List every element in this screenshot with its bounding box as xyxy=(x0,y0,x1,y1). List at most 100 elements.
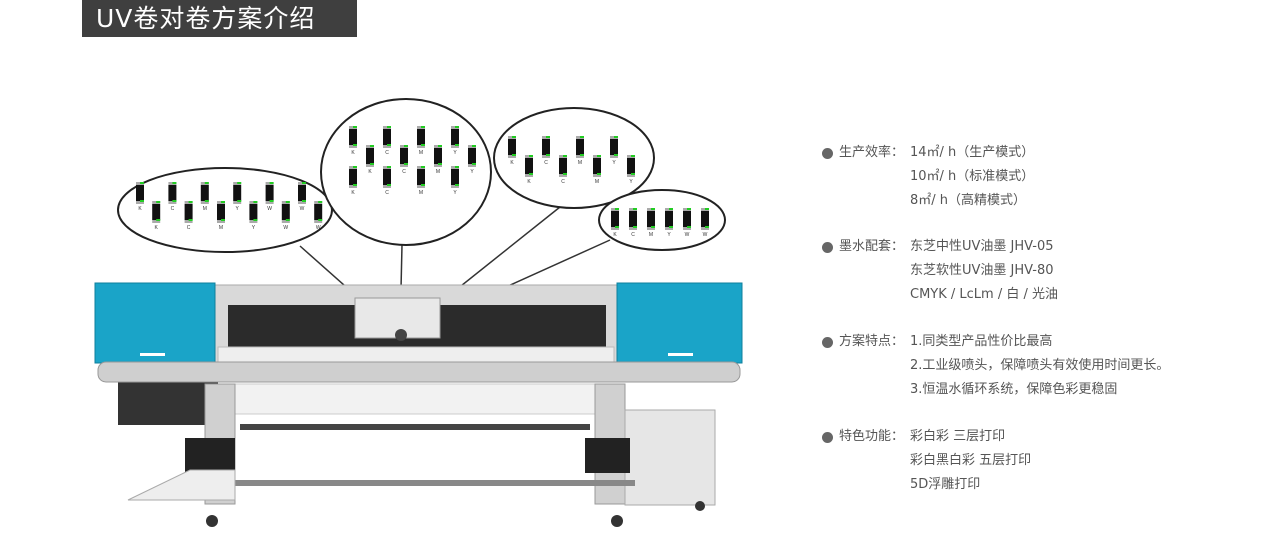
print-head-cartridge: M xyxy=(217,201,225,231)
print-head-cartridge: C xyxy=(168,182,177,212)
print-head-cartridge: K xyxy=(611,208,619,238)
print-head-cartridge: W xyxy=(683,208,691,238)
page-title: UV卷对卷方案介绍 xyxy=(82,0,357,37)
print-head-cartridge: M xyxy=(417,126,425,156)
cartridge-color-label: K xyxy=(527,179,531,185)
print-head-cartridge: W xyxy=(298,182,306,212)
cartridge-color-label: W xyxy=(316,225,321,231)
spec-label: 墨水配套： xyxy=(839,239,905,254)
cartridge-color-label: Y xyxy=(612,160,616,166)
spec-value: 彩白彩 三层打印 xyxy=(910,429,1006,444)
print-head-cartridge: K xyxy=(508,136,516,166)
print-head-cartridge: K xyxy=(349,166,357,196)
cartridge-color-label: M xyxy=(595,179,599,185)
spec-value: 14㎡/ h（生产模式） xyxy=(910,145,1035,160)
bullet-icon xyxy=(822,432,833,443)
print-head-cartridge: W xyxy=(281,201,290,231)
print-head-cartridge: M xyxy=(647,208,655,238)
spec-value: 10㎡/ h（标准模式） xyxy=(910,169,1035,184)
print-head-cartridge: M xyxy=(576,136,584,166)
nozzle-callout-4 xyxy=(598,189,726,251)
print-head-cartridge: K xyxy=(349,126,357,156)
cartridge-color-label: Y xyxy=(629,179,633,185)
spec-value: 5D浮雕打印 xyxy=(910,477,981,492)
print-head-cartridge: C xyxy=(184,201,193,231)
print-head-cartridge: K xyxy=(525,155,533,185)
cartridge-color-label: C xyxy=(385,190,389,196)
nozzle-callout-2 xyxy=(320,98,492,246)
print-head-cartridge: Y xyxy=(451,166,459,196)
print-head-cartridge: C xyxy=(542,136,550,166)
spec-label: 方案特点： xyxy=(839,334,905,349)
spec-value: 8㎡/ h（高精模式） xyxy=(910,193,1027,208)
cartridge-color-label: C xyxy=(187,225,191,231)
spec-value: 3.恒温水循环系统，保障色彩更稳固 xyxy=(910,382,1118,397)
cartridge-color-label: W xyxy=(283,225,288,231)
print-head-cartridge: K xyxy=(366,145,374,175)
cartridge-color-label: W xyxy=(685,232,690,238)
spec-value: CMYK / LcLm / 白 / 光油 xyxy=(910,287,1058,302)
cartridge-color-label: M xyxy=(419,150,423,156)
print-head-cartridge: M xyxy=(593,155,601,185)
print-head-cartridge: C xyxy=(559,155,567,185)
cartridge-color-label: C xyxy=(171,206,175,212)
bullet-icon xyxy=(822,148,833,159)
spec-value: 1.同类型产品性价比最高 xyxy=(910,334,1053,349)
cartridge-color-label: K xyxy=(368,169,372,175)
cartridge-color-label: K xyxy=(351,190,355,196)
print-head-cartridge: Y xyxy=(249,201,258,231)
spec-value: 2.工业级喷头，保障喷头有效使用时间更长。 xyxy=(910,358,1170,373)
cartridge-color-label: Y xyxy=(667,232,671,238)
print-head-cartridge: W xyxy=(314,201,323,231)
print-head-cartridge: Y xyxy=(665,208,673,238)
print-head-cartridge: Y xyxy=(610,136,618,166)
cartridge-color-label: Y xyxy=(453,150,457,156)
spec-value: 东芝中性UV油墨 JHV-05 xyxy=(910,239,1054,254)
spec-value: 东芝软性UV油墨 JHV-80 xyxy=(910,263,1054,278)
print-head-cartridge: K xyxy=(152,201,161,231)
cartridge-color-label: C xyxy=(402,169,406,175)
spec-value: 彩白黑白彩 五层打印 xyxy=(910,453,1032,468)
cartridge-color-label: K xyxy=(138,206,142,212)
print-head-cartridge: M xyxy=(417,166,425,196)
cartridge-color-label: K xyxy=(155,225,159,231)
cartridge-color-label: Y xyxy=(470,169,474,175)
cartridge-color-label: C xyxy=(385,150,389,156)
cartridge-color-label: W xyxy=(267,206,272,212)
cartridge-color-label: K xyxy=(613,232,617,238)
cartridge-color-label: M xyxy=(419,190,423,196)
print-head-cartridge: Y xyxy=(233,182,242,212)
cartridge-color-label: M xyxy=(219,225,223,231)
cartridge-color-label: C xyxy=(631,232,635,238)
cartridge-color-label: Y xyxy=(236,206,240,212)
cartridge-color-label: C xyxy=(561,179,565,185)
print-head-cartridge: K xyxy=(136,182,144,212)
cartridge-color-label: M xyxy=(436,169,440,175)
bullet-icon xyxy=(822,337,833,348)
print-head-cartridge: C xyxy=(383,126,391,156)
cartridge-color-label: K xyxy=(510,160,514,166)
print-head-cartridge: W xyxy=(265,182,274,212)
print-head-cartridge: Y xyxy=(451,126,459,156)
cartridge-color-label: C xyxy=(544,160,548,166)
print-head-cartridge: C xyxy=(400,145,408,175)
cartridge-color-label: K xyxy=(351,150,355,156)
cartridge-color-label: Y xyxy=(453,190,457,196)
print-head-cartridge: Y xyxy=(468,145,476,175)
print-head-cartridge: C xyxy=(383,166,391,196)
print-head-cartridge: M xyxy=(434,145,442,175)
printer xyxy=(94,282,743,527)
print-head-cartridge: C xyxy=(629,208,637,238)
spec-label: 特色功能： xyxy=(839,429,905,444)
cartridge-color-label: M xyxy=(578,160,582,166)
cartridge-color-label: M xyxy=(649,232,653,238)
spec-label: 生产效率： xyxy=(839,145,905,160)
cartridge-color-label: W xyxy=(300,206,305,212)
bullet-icon xyxy=(822,242,833,253)
cartridge-color-label: Y xyxy=(252,225,256,231)
print-head-cartridge: Y xyxy=(627,155,635,185)
print-head-cartridge: M xyxy=(200,182,209,212)
nozzle-callout-3 xyxy=(493,107,655,209)
cartridge-color-label: W xyxy=(703,232,708,238)
